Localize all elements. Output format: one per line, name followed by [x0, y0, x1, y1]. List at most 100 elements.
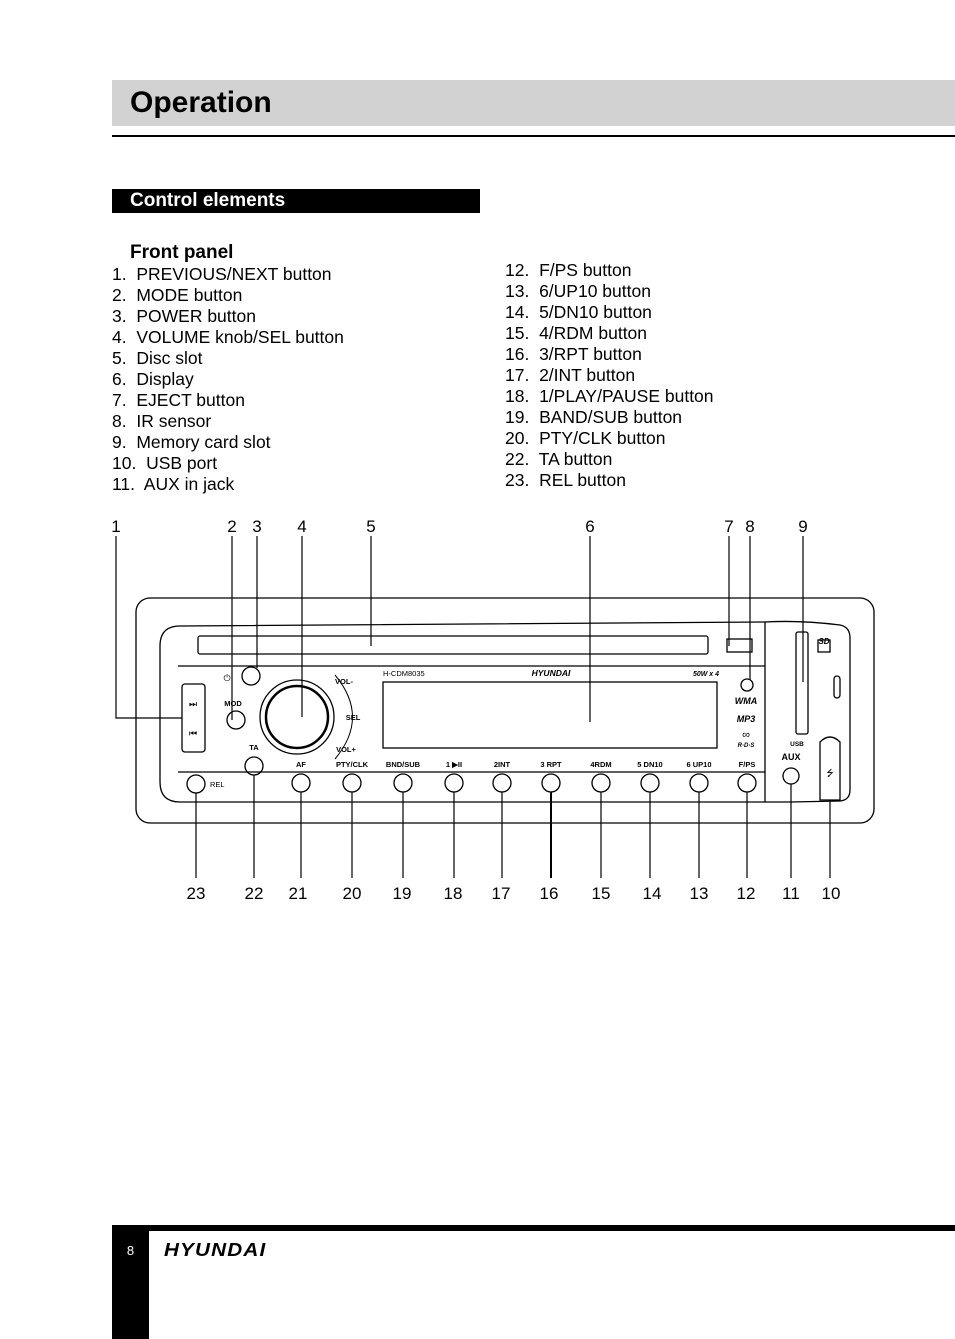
- panel-label-usb: USB: [790, 741, 804, 748]
- mod-button: [226, 710, 246, 730]
- front-panel-title: Front panel: [130, 242, 234, 263]
- pty-clk-button: [342, 773, 362, 793]
- callout-1: 1: [111, 517, 120, 536]
- footer-bar: [112, 1225, 955, 1231]
- callout-6: 6: [585, 517, 594, 536]
- aux-jack: [782, 767, 800, 785]
- list-item: 2. MODE button: [112, 285, 243, 305]
- outer-frame: [135, 597, 875, 824]
- callout-7: 7: [724, 517, 733, 536]
- dn10-button: [640, 773, 660, 793]
- list-item: 16. 3/RPT button: [505, 344, 642, 364]
- fps-button: [737, 773, 757, 793]
- page-title: Operation: [130, 86, 272, 119]
- panel-label-sd: SD: [818, 637, 829, 646]
- callout-13: 13: [690, 884, 709, 903]
- callout-17: 17: [492, 884, 511, 903]
- section-title: Control elements: [130, 190, 286, 211]
- faceplate: [159, 621, 766, 803]
- dolby-icon: ∞: [742, 729, 750, 741]
- disc-slot: [197, 635, 709, 655]
- list-item: 6. Display: [112, 369, 194, 389]
- memory-card-slot: [795, 631, 809, 735]
- list-item: 4. VOLUME knob/SEL button: [112, 327, 344, 347]
- footer-brand-logo: HYUNDAI: [164, 1240, 267, 1260]
- panel-label-ta: TA: [249, 743, 259, 752]
- list-item: 11. AUX in jack: [112, 474, 235, 494]
- list-item: 23. REL button: [505, 470, 626, 490]
- panel-label-b5: 5 DN10: [637, 760, 662, 769]
- callout-4: 4: [297, 517, 306, 536]
- callout-8: 8: [745, 517, 754, 536]
- panel-label-b1: 1 ▶II: [446, 760, 462, 769]
- panel-label-rds: R·D·S: [738, 743, 755, 749]
- next-icon: ⏭: [189, 699, 197, 709]
- previous-icon: ⏮: [189, 728, 197, 738]
- rel-button: [186, 774, 206, 794]
- eject-button: [726, 638, 753, 653]
- callout-9: 9: [798, 517, 807, 536]
- panel-label-wma: WMA: [735, 696, 758, 706]
- list-item: 12. F/PS button: [505, 260, 632, 280]
- list-item: 22. TA button: [505, 449, 613, 469]
- usb-port: [819, 736, 841, 801]
- panel-label-b6: 6 UP10: [686, 760, 711, 769]
- list-item: 19. BAND/SUB button: [505, 407, 683, 427]
- panel-label-mod: MOD: [224, 699, 242, 708]
- callout-21: 21: [289, 884, 308, 903]
- callout-20: 20: [343, 884, 362, 903]
- callout-10: 10: [822, 884, 841, 903]
- panel-label-vol-minus: VOL-: [335, 677, 353, 686]
- power-button: [241, 666, 261, 686]
- panel-label-rel: REL: [210, 780, 225, 789]
- list-item: 9. Memory card slot: [112, 432, 271, 452]
- usb-icon: ⭍: [826, 768, 834, 778]
- bnd-sub-button: [393, 773, 413, 793]
- display: [382, 681, 718, 749]
- callout-19: 19: [393, 884, 412, 903]
- callout-23: 23: [187, 884, 206, 903]
- play-pause-button: [444, 773, 464, 793]
- panel-label-b4: 4RDM: [590, 760, 611, 769]
- callout-11: 11: [782, 884, 800, 903]
- list-item: 3. POWER button: [112, 306, 256, 326]
- list-item: 14. 5/DN10 button: [505, 302, 652, 322]
- prev-next-button: [181, 683, 206, 753]
- panel-label-sel: SEL: [346, 713, 361, 722]
- list-item: 17. 2/INT button: [505, 365, 636, 385]
- panel-label-b3: 3 RPT: [540, 760, 562, 769]
- header-band: [112, 80, 955, 126]
- ir-sensor: [740, 678, 754, 692]
- af-button: [291, 773, 311, 793]
- panel-label-mp3: MP3: [737, 714, 756, 724]
- page-number: 8: [126, 1243, 135, 1258]
- list-item: 20. PTY/CLK button: [505, 428, 666, 448]
- list-item: 7. EJECT button: [112, 390, 245, 410]
- callout-12: 12: [737, 884, 756, 903]
- rdm-button: [591, 773, 611, 793]
- int-button: [492, 773, 512, 793]
- up10-button: [689, 773, 709, 793]
- panel-label-brand: HYUNDAI: [532, 668, 571, 678]
- callout-3: 3: [252, 517, 261, 536]
- panel-label-power-rating: 50W x 4: [693, 671, 719, 678]
- panel-label-b2: 2INT: [494, 760, 511, 769]
- list-item: 13. 6/UP10 button: [505, 281, 651, 301]
- power-icon: ⏻: [223, 673, 230, 683]
- callout-14: 14: [643, 884, 662, 903]
- list-item: 8. IR sensor: [112, 411, 212, 431]
- panel-label-fps: F/PS: [739, 760, 756, 769]
- panel-label-af: AF: [296, 760, 306, 769]
- control-list-right: 12. F/PS button 13. 6/UP10 button 14. 5/…: [505, 260, 714, 491]
- control-list-left: 1. PREVIOUS/NEXT button 2. MODE button 3…: [112, 264, 344, 495]
- callout-16: 16: [540, 884, 559, 903]
- list-item: 5. Disc slot: [112, 348, 203, 368]
- list-item: 18. 1/PLAY/PAUSE button: [505, 386, 714, 406]
- list-item: 10. USB port: [112, 453, 218, 473]
- callout-15: 15: [592, 884, 611, 903]
- list-item: 1. PREVIOUS/NEXT button: [112, 264, 332, 284]
- panel-label-vol-plus: VOL+: [336, 745, 356, 754]
- panel-label-model: H-CDM8035: [383, 669, 425, 678]
- rpt-button: [541, 773, 561, 793]
- panel-label-aux: AUX: [781, 752, 800, 762]
